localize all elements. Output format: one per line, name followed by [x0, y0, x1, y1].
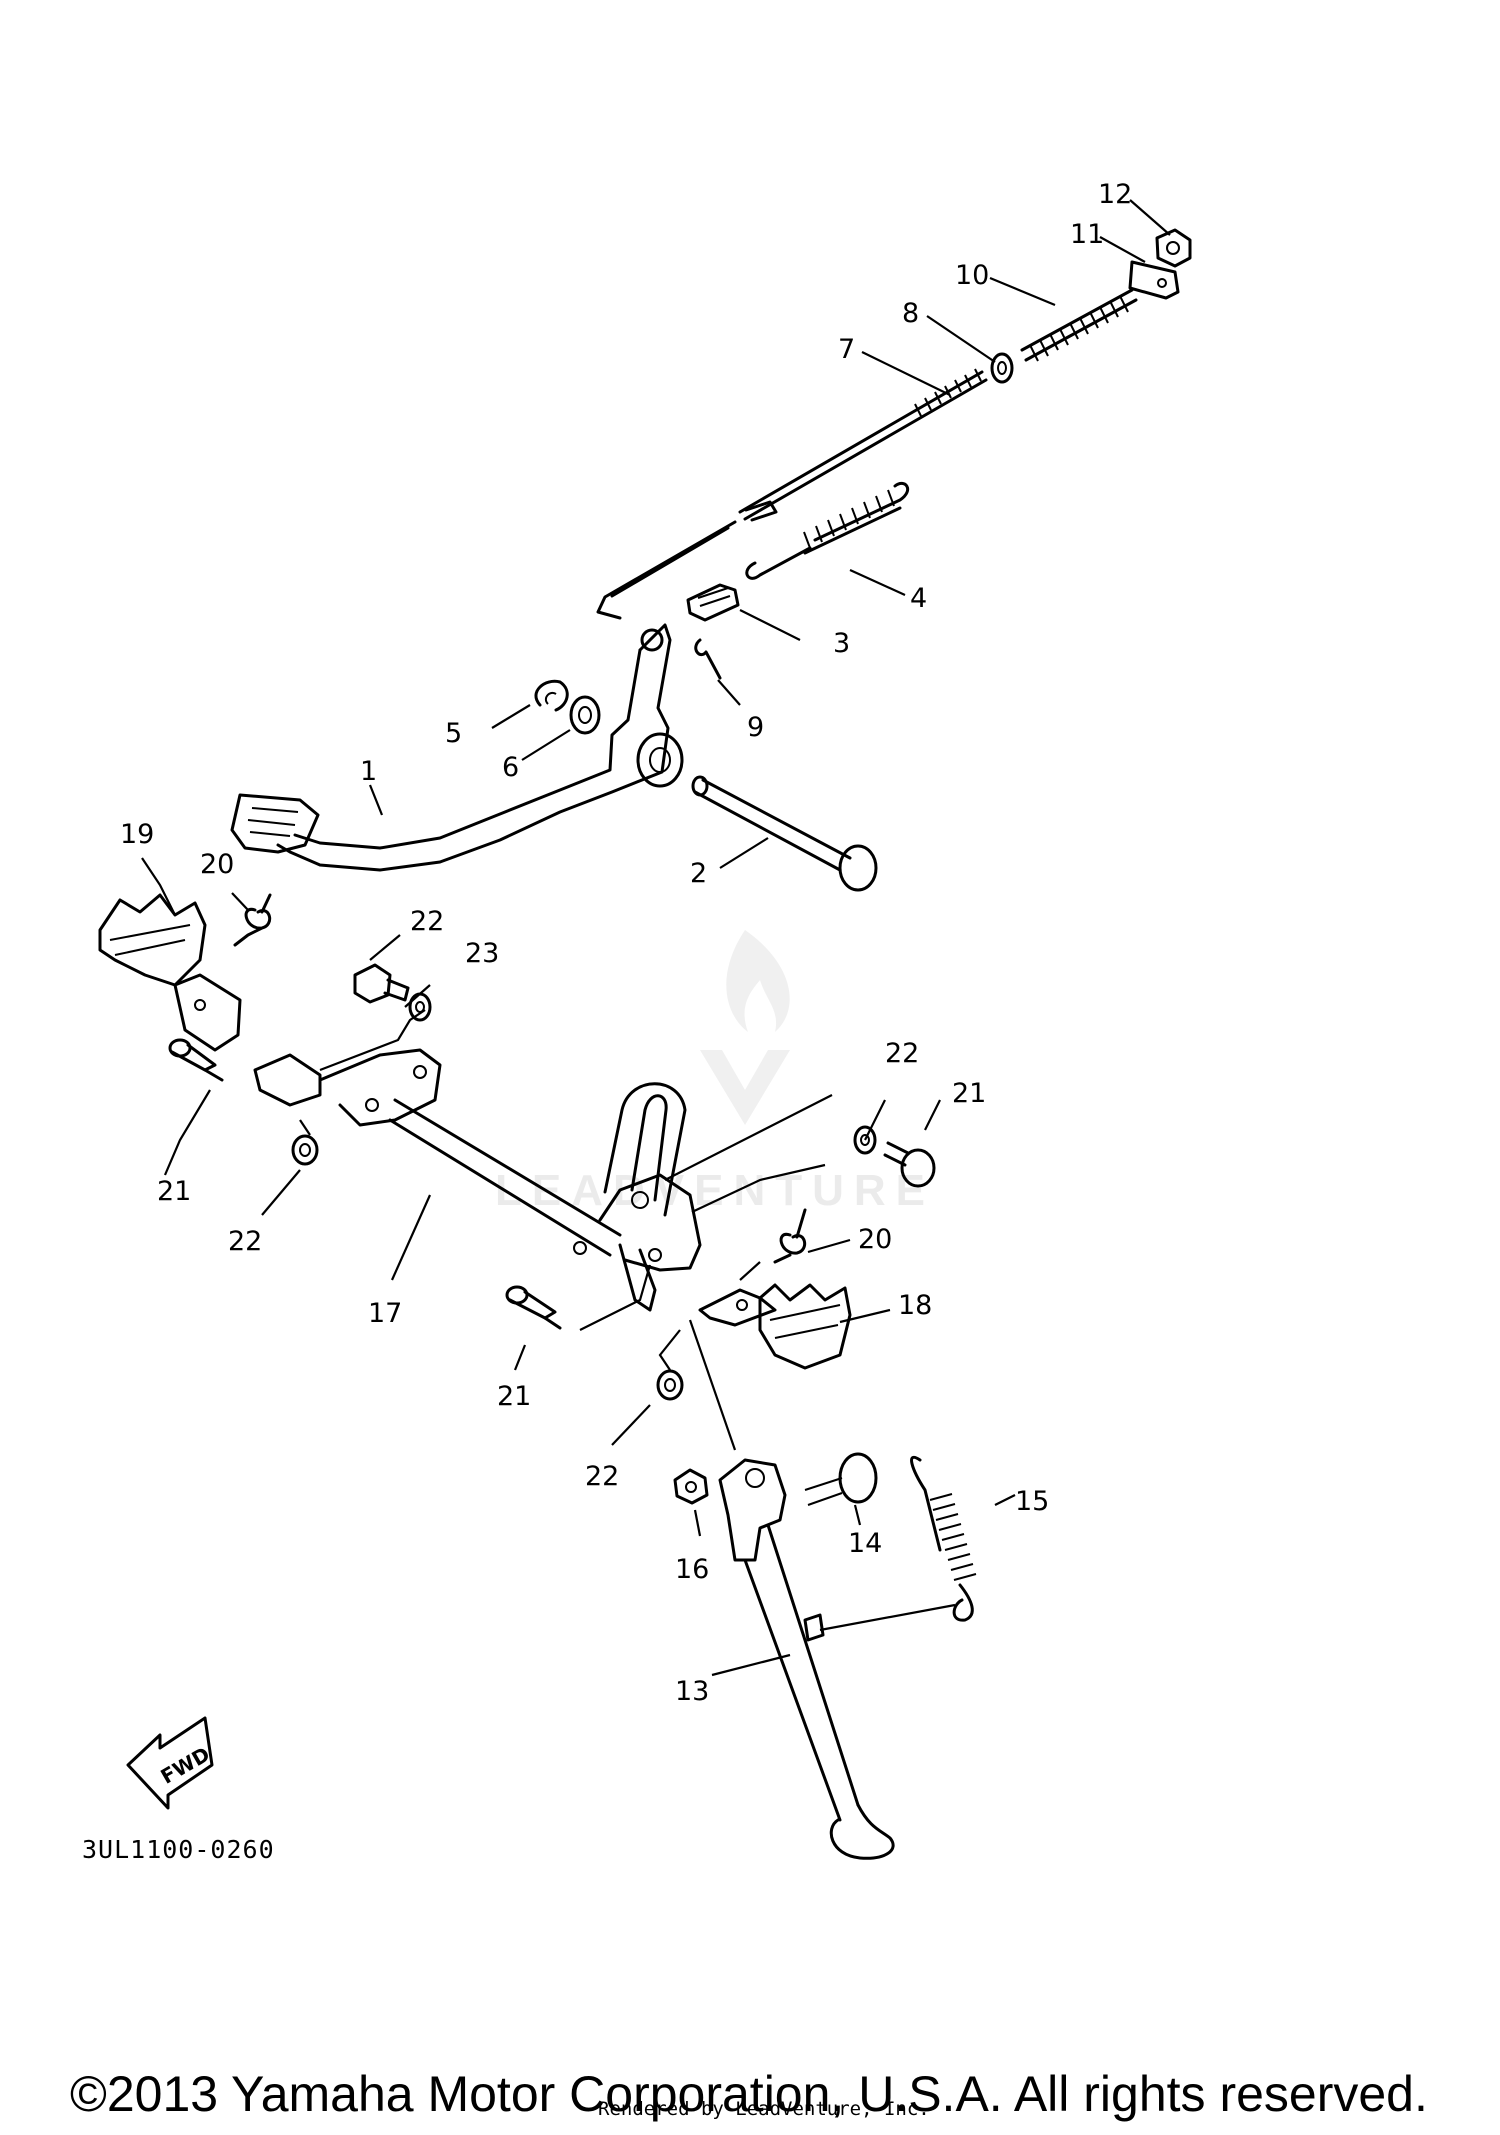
callout-24: 22 [885, 1038, 919, 1069]
part-10-spring [1020, 288, 1138, 362]
callout-21-right: 21 [497, 1381, 531, 1412]
leadventure-watermark: LEADVENTURE [495, 930, 935, 1215]
part-18-right-footrest [698, 1283, 852, 1370]
copyright-notice: ©2013 Yamaha Motor Corporation, U.S.A. A… [70, 2066, 1428, 2122]
part-4-spring [745, 481, 910, 580]
part-12-nut [1155, 228, 1192, 268]
part-2-shaft [691, 775, 878, 892]
callout-26: 23 [465, 938, 499, 969]
part-24-washer [853, 1125, 877, 1155]
callout-5: 5 [445, 718, 462, 749]
part-15-spring [910, 1456, 977, 1622]
callout-21-left: 21 [157, 1176, 191, 1207]
callout-4: 4 [910, 583, 927, 614]
part-20-spring-right [773, 1208, 807, 1264]
callout-2: 2 [690, 858, 707, 889]
part-1-brake-pedal [230, 623, 684, 872]
callout-7: 7 [838, 334, 855, 365]
callout-13: 13 [675, 1676, 709, 1707]
part-13-sidestand [718, 1458, 895, 1860]
callout-8: 8 [902, 298, 919, 329]
part-17-footrest-bar [253, 1048, 702, 1312]
part-16-nut [673, 1468, 709, 1505]
callout-9: 9 [747, 712, 764, 743]
part-8-washer [990, 352, 1014, 384]
callout-10: 10 [955, 260, 989, 291]
part-21-pin-left [168, 1038, 224, 1082]
callout-12: 12 [1098, 179, 1132, 210]
part-14-bolt [804, 1452, 878, 1506]
callout-18: 18 [898, 1290, 932, 1321]
part-21-pin-right [505, 1285, 562, 1330]
callout-23: 21 [952, 1078, 986, 1109]
part-19-left-footrest [98, 893, 242, 1052]
callout-15: 15 [1015, 1486, 1049, 1517]
callout-numbers: 12 11 10 8 7 4 3 9 5 6 1 2 19 20 22 23 2… [120, 179, 1132, 1707]
part-25-bolt [353, 963, 410, 1004]
callout-22-left: 22 [228, 1226, 262, 1257]
part-20-spring-left [233, 893, 272, 947]
fwd-arrow-icon: FWD [126, 1716, 214, 1810]
diagram-code: 3UL1100-0260 [82, 1835, 275, 1864]
part-22-nut-right [656, 1369, 684, 1401]
callout-17: 17 [368, 1298, 402, 1329]
part-22-nut-left [291, 1134, 319, 1166]
part-9-pin [694, 638, 722, 680]
callout-14: 14 [848, 1528, 882, 1559]
callout-20-left: 20 [200, 849, 234, 880]
part-5-circlip [534, 679, 569, 712]
callout-11: 11 [1070, 219, 1104, 250]
part-6-washer [569, 695, 601, 735]
watermark-text: LEADVENTURE [495, 1166, 935, 1215]
callout-16: 16 [675, 1554, 709, 1585]
callout-1: 1 [360, 756, 377, 787]
part-7-rod [596, 368, 988, 620]
rendered-by-notice: Rendered by LeadVenture, Inc. [598, 2098, 930, 2120]
part-11-joint [1128, 260, 1180, 300]
part-23-bolt [883, 1141, 936, 1188]
part-26-washer [408, 992, 432, 1022]
callout-6: 6 [502, 752, 519, 783]
callout-19: 19 [120, 819, 154, 850]
callout-22-right: 22 [585, 1461, 619, 1492]
part-3-block [686, 583, 740, 622]
callout-20-right: 20 [858, 1224, 892, 1255]
leader-lines [141, 199, 1171, 1677]
callout-25: 22 [410, 906, 444, 937]
callout-3: 3 [833, 628, 850, 659]
